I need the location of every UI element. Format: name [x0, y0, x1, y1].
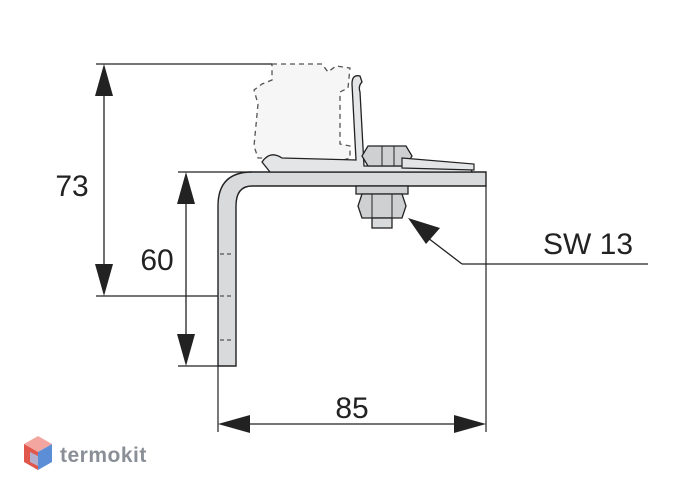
arrowhead-73-top	[95, 64, 113, 96]
channel-profile-outline	[253, 63, 351, 167]
dimension-label-73: 73	[55, 170, 88, 203]
bottom-hex-nut	[357, 193, 407, 219]
callout-arrowhead	[408, 218, 440, 244]
dimension-60: 60	[140, 171, 252, 367]
arrowhead-85-left	[218, 415, 250, 433]
arrowhead-60-top	[177, 172, 195, 204]
callout-sw13: SW 13	[408, 218, 648, 265]
brand-name: termokit	[60, 444, 147, 467]
bracket-hole-marks	[220, 253, 234, 341]
brand-logo-icon	[24, 436, 52, 470]
angle-bracket	[217, 171, 487, 367]
arrowhead-73-bottom	[95, 264, 113, 296]
washer-plate	[401, 157, 475, 171]
dimension-85: 85	[217, 186, 487, 433]
clamp-spring-clip	[261, 75, 473, 173]
dimension-label-85: 85	[335, 392, 368, 425]
arrowhead-85-right	[454, 415, 486, 433]
dimension-label-60: 60	[140, 244, 173, 277]
arrowhead-60-bottom	[177, 334, 195, 366]
dimension-73: 73	[55, 63, 272, 297]
callout-label: SW 13	[543, 228, 633, 261]
bottom-washer	[355, 185, 409, 195]
callout-leader-diagonal	[427, 237, 463, 265]
bolt-end	[371, 217, 393, 229]
